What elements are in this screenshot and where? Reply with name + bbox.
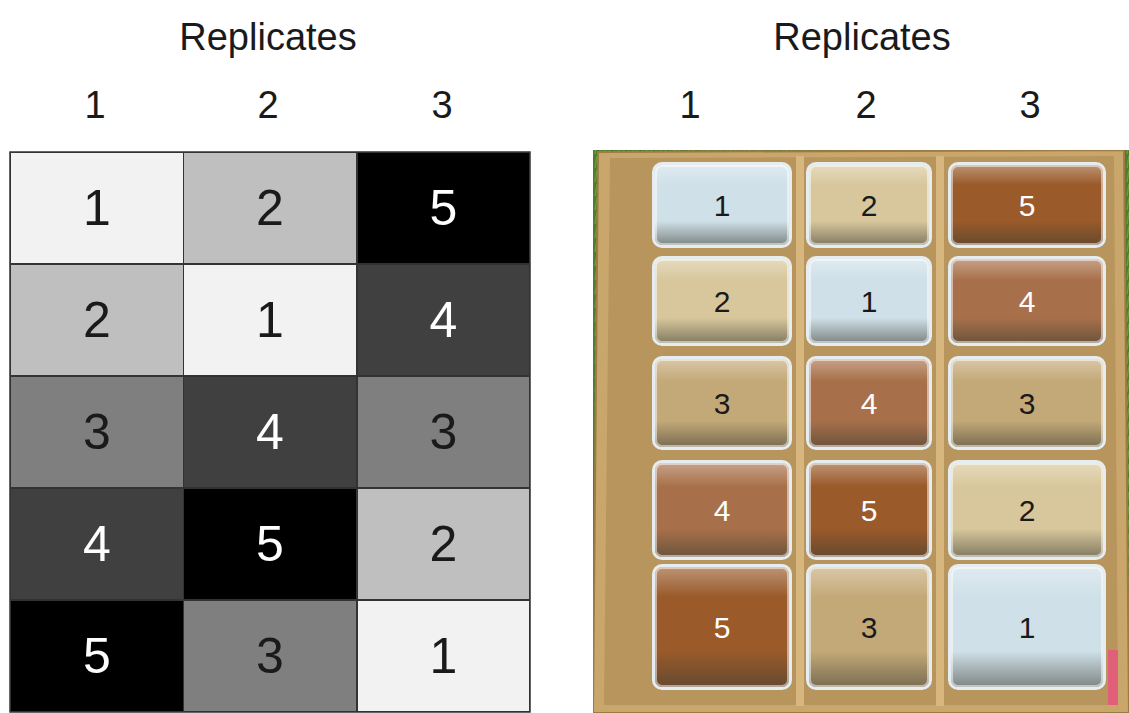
photo-ground bbox=[593, 150, 1129, 713]
tub: 2 bbox=[948, 460, 1106, 560]
grid-lines bbox=[10, 152, 530, 712]
cell-number: 3 bbox=[1019, 387, 1036, 420]
column-number: 1 bbox=[84, 85, 105, 127]
cell-number: 1 bbox=[861, 285, 878, 318]
cell-number: 2 bbox=[714, 285, 731, 318]
tub: 5 bbox=[652, 564, 792, 690]
treatment-cell: 5 bbox=[10, 600, 184, 712]
treatment-cell: 2 bbox=[183, 152, 357, 264]
tub: 3 bbox=[806, 564, 932, 690]
tub: 4 bbox=[652, 460, 792, 560]
treatment-cell: 3 bbox=[357, 376, 530, 488]
tub: 2 bbox=[806, 162, 932, 248]
tub: 4 bbox=[948, 256, 1106, 346]
cell-number: 4 bbox=[256, 405, 284, 460]
tub: 1 bbox=[652, 162, 792, 248]
cell-number: 3 bbox=[861, 611, 878, 644]
treatment-cell: 1 bbox=[183, 264, 357, 376]
cell-number: 4 bbox=[83, 517, 111, 572]
cell-number: 1 bbox=[714, 189, 731, 222]
treatment-cell: 4 bbox=[10, 488, 184, 600]
treatment-cell: 3 bbox=[183, 600, 357, 712]
treatment-cell: 5 bbox=[183, 488, 357, 600]
treatment-cell: 1 bbox=[10, 152, 184, 264]
cell-number: 2 bbox=[1019, 494, 1036, 527]
panel-heading: Replicates bbox=[773, 17, 950, 59]
treatment-cell: 3 bbox=[10, 376, 184, 488]
column-number: 3 bbox=[1019, 85, 1040, 127]
column-number: 1 bbox=[679, 85, 700, 127]
tub: 1 bbox=[948, 564, 1106, 690]
cell-number: 5 bbox=[1019, 189, 1036, 222]
cell-number: 5 bbox=[83, 629, 111, 684]
cell-number: 3 bbox=[714, 387, 731, 420]
tub: 3 bbox=[652, 356, 792, 450]
cell-number: 5 bbox=[256, 517, 284, 572]
cell-number: 2 bbox=[256, 181, 284, 236]
cell-number: 5 bbox=[714, 611, 731, 644]
cell-number: 4 bbox=[714, 494, 731, 527]
cell-number: 2 bbox=[83, 293, 111, 348]
tub: 5 bbox=[806, 460, 932, 560]
tub: 2 bbox=[652, 256, 792, 346]
cell-number: 3 bbox=[430, 405, 458, 460]
cell-number: 1 bbox=[1019, 611, 1036, 644]
treatment-cell: 4 bbox=[357, 264, 530, 376]
cell-number: 1 bbox=[256, 293, 284, 348]
treatment-cell: 5 bbox=[357, 152, 530, 264]
cell-number: 1 bbox=[83, 181, 111, 236]
tub: 5 bbox=[948, 162, 1106, 248]
tub: 4 bbox=[806, 356, 932, 450]
cell-number: 2 bbox=[861, 189, 878, 222]
tub: 3 bbox=[948, 356, 1106, 450]
column-number: 2 bbox=[257, 85, 278, 127]
cell-number: 2 bbox=[430, 517, 458, 572]
cell-number: 1 bbox=[430, 629, 458, 684]
cell-number: 3 bbox=[83, 405, 111, 460]
panel-heading: Replicates bbox=[179, 17, 356, 59]
cell-number: 5 bbox=[430, 181, 458, 236]
column-number: 3 bbox=[431, 85, 452, 127]
cell-number: 4 bbox=[1019, 285, 1036, 318]
column-number: 2 bbox=[855, 85, 876, 127]
treatment-cell: 2 bbox=[357, 488, 530, 600]
treatment-cell: 2 bbox=[10, 264, 184, 376]
cell-number: 5 bbox=[861, 494, 878, 527]
treatment-cell: 1 bbox=[357, 600, 530, 712]
cell-number: 4 bbox=[861, 387, 878, 420]
cell-number: 4 bbox=[430, 293, 458, 348]
tub: 1 bbox=[806, 256, 932, 346]
treatment-cell: 4 bbox=[183, 376, 357, 488]
cell-number: 3 bbox=[256, 629, 284, 684]
